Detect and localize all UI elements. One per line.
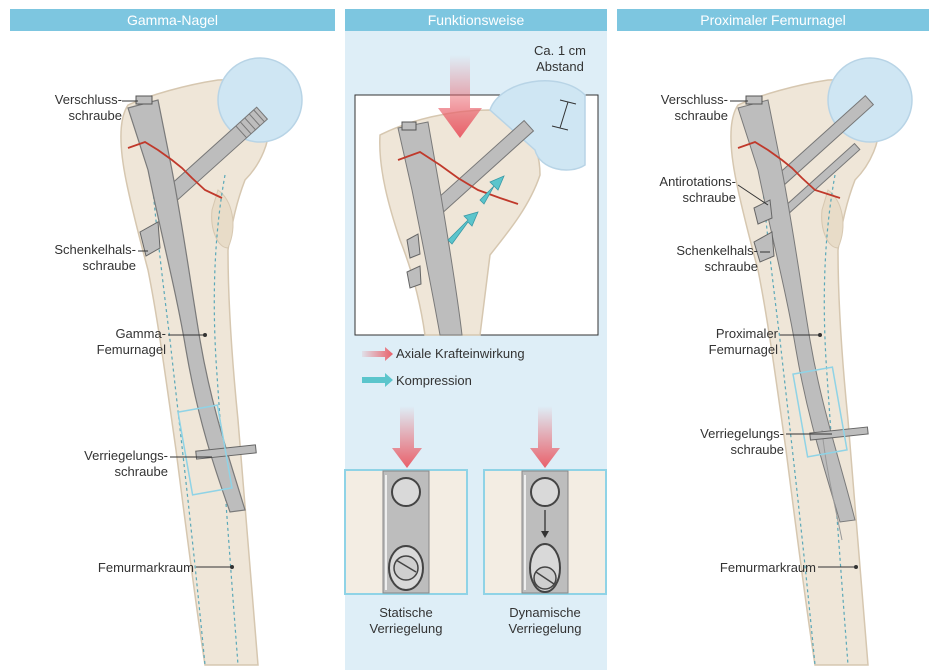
label-verschlussschraube-left: Verschluss- schraube bbox=[8, 92, 122, 124]
label-line: schraube bbox=[640, 442, 784, 458]
left-end-cap bbox=[136, 96, 152, 104]
label-line: schraube bbox=[610, 108, 728, 124]
legend-kompression-arrow bbox=[362, 373, 393, 387]
label-line: Verriegelung bbox=[345, 621, 467, 637]
label-dynamische-verriegelung: Dynamische Verriegelung bbox=[484, 605, 606, 637]
static-force-arrow bbox=[392, 406, 422, 468]
label-line: Verschluss- bbox=[8, 92, 122, 108]
label-statische-verriegelung: Statische Verriegelung bbox=[345, 605, 467, 637]
legend-axial-label: Axiale Krafteinwirkung bbox=[396, 346, 525, 362]
legend-axial-arrow bbox=[362, 347, 393, 361]
label-schenkelhalsschraube-left: Schenkelhals- schraube bbox=[8, 242, 136, 274]
label-line: Verriegelung bbox=[484, 621, 606, 637]
label-abstand: Ca. 1 cm Abstand bbox=[520, 43, 600, 75]
label-verriegelungsschraube-right: Verriegelungs- schraube bbox=[640, 426, 784, 458]
label-line: Statische bbox=[345, 605, 467, 621]
label-line: Proximaler bbox=[640, 326, 778, 342]
left-femoral-head bbox=[218, 58, 302, 142]
label-verschlussschraube-right: Verschluss- schraube bbox=[610, 92, 728, 124]
dynamic-locking-box bbox=[484, 470, 606, 594]
label-line: Ca. 1 cm bbox=[520, 43, 600, 59]
label-line: schraube bbox=[600, 190, 736, 206]
label-line: schraube bbox=[8, 108, 122, 124]
label-gamma-femurnagel: Gamma- Femurnagel bbox=[40, 326, 166, 358]
label-line: Femurnagel bbox=[640, 342, 778, 358]
label-femurmarkraum-right: Femurmarkraum bbox=[660, 560, 816, 576]
label-schenkelhalsschraube-right: Schenkelhals- schraube bbox=[610, 243, 758, 275]
label-line: schraube bbox=[40, 464, 168, 480]
label-line: Gamma- bbox=[40, 326, 166, 342]
label-line: schraube bbox=[610, 259, 758, 275]
label-line: Verriegelungs- bbox=[40, 448, 168, 464]
label-proximaler-femurnagel: Proximaler Femurnagel bbox=[640, 326, 778, 358]
dynamic-force-arrow bbox=[530, 406, 560, 468]
label-line: Schenkelhals- bbox=[610, 243, 758, 259]
label-line: Verriegelungs- bbox=[640, 426, 784, 442]
label-line: Antirotations- bbox=[600, 174, 736, 190]
label-line: Dynamische bbox=[484, 605, 606, 621]
label-line: Femurnagel bbox=[40, 342, 166, 358]
label-verriegelungsschraube-left: Verriegelungs- schraube bbox=[40, 448, 168, 480]
label-femurmarkraum-left: Femurmarkraum bbox=[40, 560, 194, 576]
label-line: Verschluss- bbox=[610, 92, 728, 108]
label-line: Abstand bbox=[520, 59, 600, 75]
static-locking-box bbox=[345, 470, 467, 594]
label-line: Schenkelhals- bbox=[8, 242, 136, 258]
legend-kompression-label: Kompression bbox=[396, 373, 472, 389]
label-antirotationsschraube: Antirotations- schraube bbox=[600, 174, 736, 206]
label-line: schraube bbox=[8, 258, 136, 274]
